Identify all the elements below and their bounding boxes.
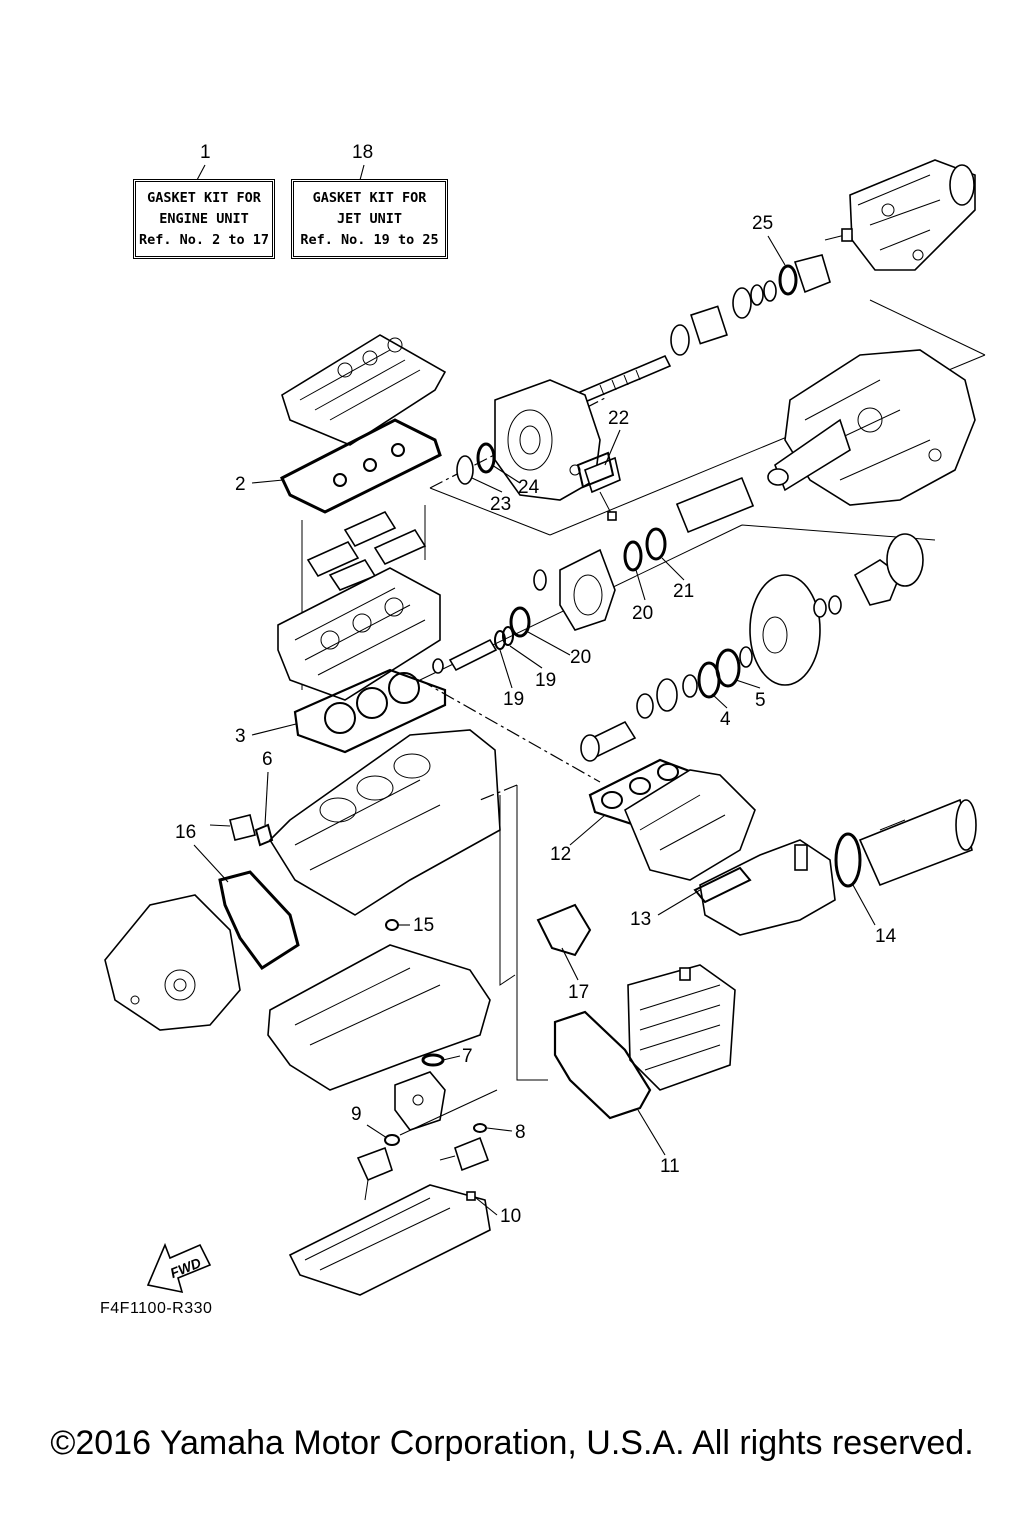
callout-12: 12: [550, 844, 571, 865]
intermediate-housing: [494, 379, 601, 501]
electrical-box-gasket-11: [553, 1010, 652, 1120]
kit-line: ENGINE UNIT: [159, 211, 249, 227]
cylinder-head-cover: [281, 334, 447, 446]
crankcase: [267, 944, 491, 1091]
callout-9: 9: [351, 1104, 362, 1125]
kit-line: JET UNIT: [336, 211, 403, 227]
callout-13: 13: [630, 909, 651, 930]
fwd-arrow-icon: [146, 1242, 212, 1294]
jet-pump-nozzle-housing: [849, 159, 976, 271]
oil-strainer-right: [439, 1136, 490, 1172]
camshaft-caps: [306, 510, 427, 591]
callout-23: 23: [490, 494, 511, 515]
valve-cover-gasket-2: [280, 418, 442, 514]
generator-cover-gasket-16: [218, 870, 300, 971]
oil-seal-20-lower: [509, 606, 531, 638]
kit-line: Ref. No. 19 to 25: [300, 232, 439, 248]
kit-line: GASKET KIT FOR: [147, 190, 261, 206]
callout-5: 5: [755, 690, 766, 711]
o-ring-9: [384, 1134, 400, 1146]
drawing-code: F4F1100-R330: [100, 1300, 213, 1317]
bearing-housing-20: [559, 548, 616, 631]
o-ring-25: [778, 264, 798, 296]
callout-2: 2: [235, 474, 246, 495]
callout-17: 17: [568, 982, 589, 1003]
washer: [739, 646, 753, 668]
hose-clamp: [767, 468, 789, 486]
gasket-kit-jet-box: GASKET KIT FOR JET UNIT Ref. No. 19 to 2…: [291, 179, 448, 259]
callout-7: 7: [462, 1046, 473, 1067]
callout-6: 6: [262, 749, 273, 770]
callout-18: 18: [352, 142, 373, 163]
exhaust-pipe: [693, 839, 836, 936]
o-ring-15: [385, 919, 399, 931]
gasket-kit-engine-box: GASKET KIT FOR ENGINE UNIT Ref. No. 2 to…: [133, 179, 275, 259]
cylinder-block: [268, 729, 501, 916]
copyright-notice: ©2016 Yamaha Motor Corporation, U.S.A. A…: [50, 1424, 974, 1462]
callout-20-lower: 20: [570, 647, 591, 668]
oil-seal-20-upper: [623, 540, 643, 572]
callout-20-upper: 20: [632, 603, 653, 624]
callout-19-lower: 19: [503, 689, 524, 710]
callout-3: 3: [235, 726, 246, 747]
o-ring-7: [421, 1053, 445, 1067]
callout-21: 21: [673, 581, 694, 602]
muffler-gasket-14: [834, 832, 862, 888]
electrical-box: [627, 964, 736, 1091]
oil-seal-5: [715, 648, 741, 688]
generator-cover: [104, 894, 241, 1031]
bearing-housing-25: [793, 228, 853, 294]
impeller-housing: [774, 349, 976, 506]
callout-15: 15: [413, 915, 434, 936]
callout-8: 8: [515, 1122, 526, 1143]
o-ring-19a: [494, 630, 506, 650]
callout-19-upper: 19: [535, 670, 556, 691]
callout-11: 11: [660, 1156, 680, 1177]
oil-strainer-left: [356, 1146, 393, 1201]
callout-16: 16: [175, 822, 196, 843]
callout-1: 1: [200, 142, 211, 163]
exhaust-manifold: [623, 769, 756, 881]
kit-line: GASKET KIT FOR: [312, 190, 427, 206]
callout-22: 22: [608, 408, 629, 429]
oil-seal-23: [456, 455, 474, 485]
o-ring-19b: [502, 626, 514, 646]
oil-pan: [288, 1184, 491, 1296]
impeller-shaft: [432, 638, 498, 674]
drain-bolt-10: [466, 1191, 476, 1201]
oil-seal-24: [476, 442, 496, 474]
snap-ring: [533, 569, 547, 591]
spacer-tube: [675, 476, 755, 534]
callout-25: 25: [752, 213, 773, 234]
callout-10: 10: [500, 1206, 521, 1227]
drive-shaft: [578, 354, 672, 404]
kit-line: Ref. No. 2 to 17: [138, 232, 270, 248]
output-shaft-bearings: [580, 674, 698, 762]
callout-24: 24: [518, 477, 540, 498]
oil-pump: [394, 1071, 446, 1131]
cover-plate-22: [576, 451, 621, 521]
thermostat-housing-6: [209, 814, 274, 847]
oil-seal-21: [645, 527, 667, 561]
o-ring-8: [473, 1123, 487, 1133]
callout-4: 4: [720, 709, 731, 730]
callout-14: 14: [875, 926, 897, 947]
cylinder-head-gasket-3: [293, 668, 447, 754]
cover-gasket-17: [536, 903, 592, 957]
muffler: [858, 798, 977, 887]
shaft-bearings-top: [670, 280, 777, 356]
impeller-coupler: [749, 533, 924, 686]
